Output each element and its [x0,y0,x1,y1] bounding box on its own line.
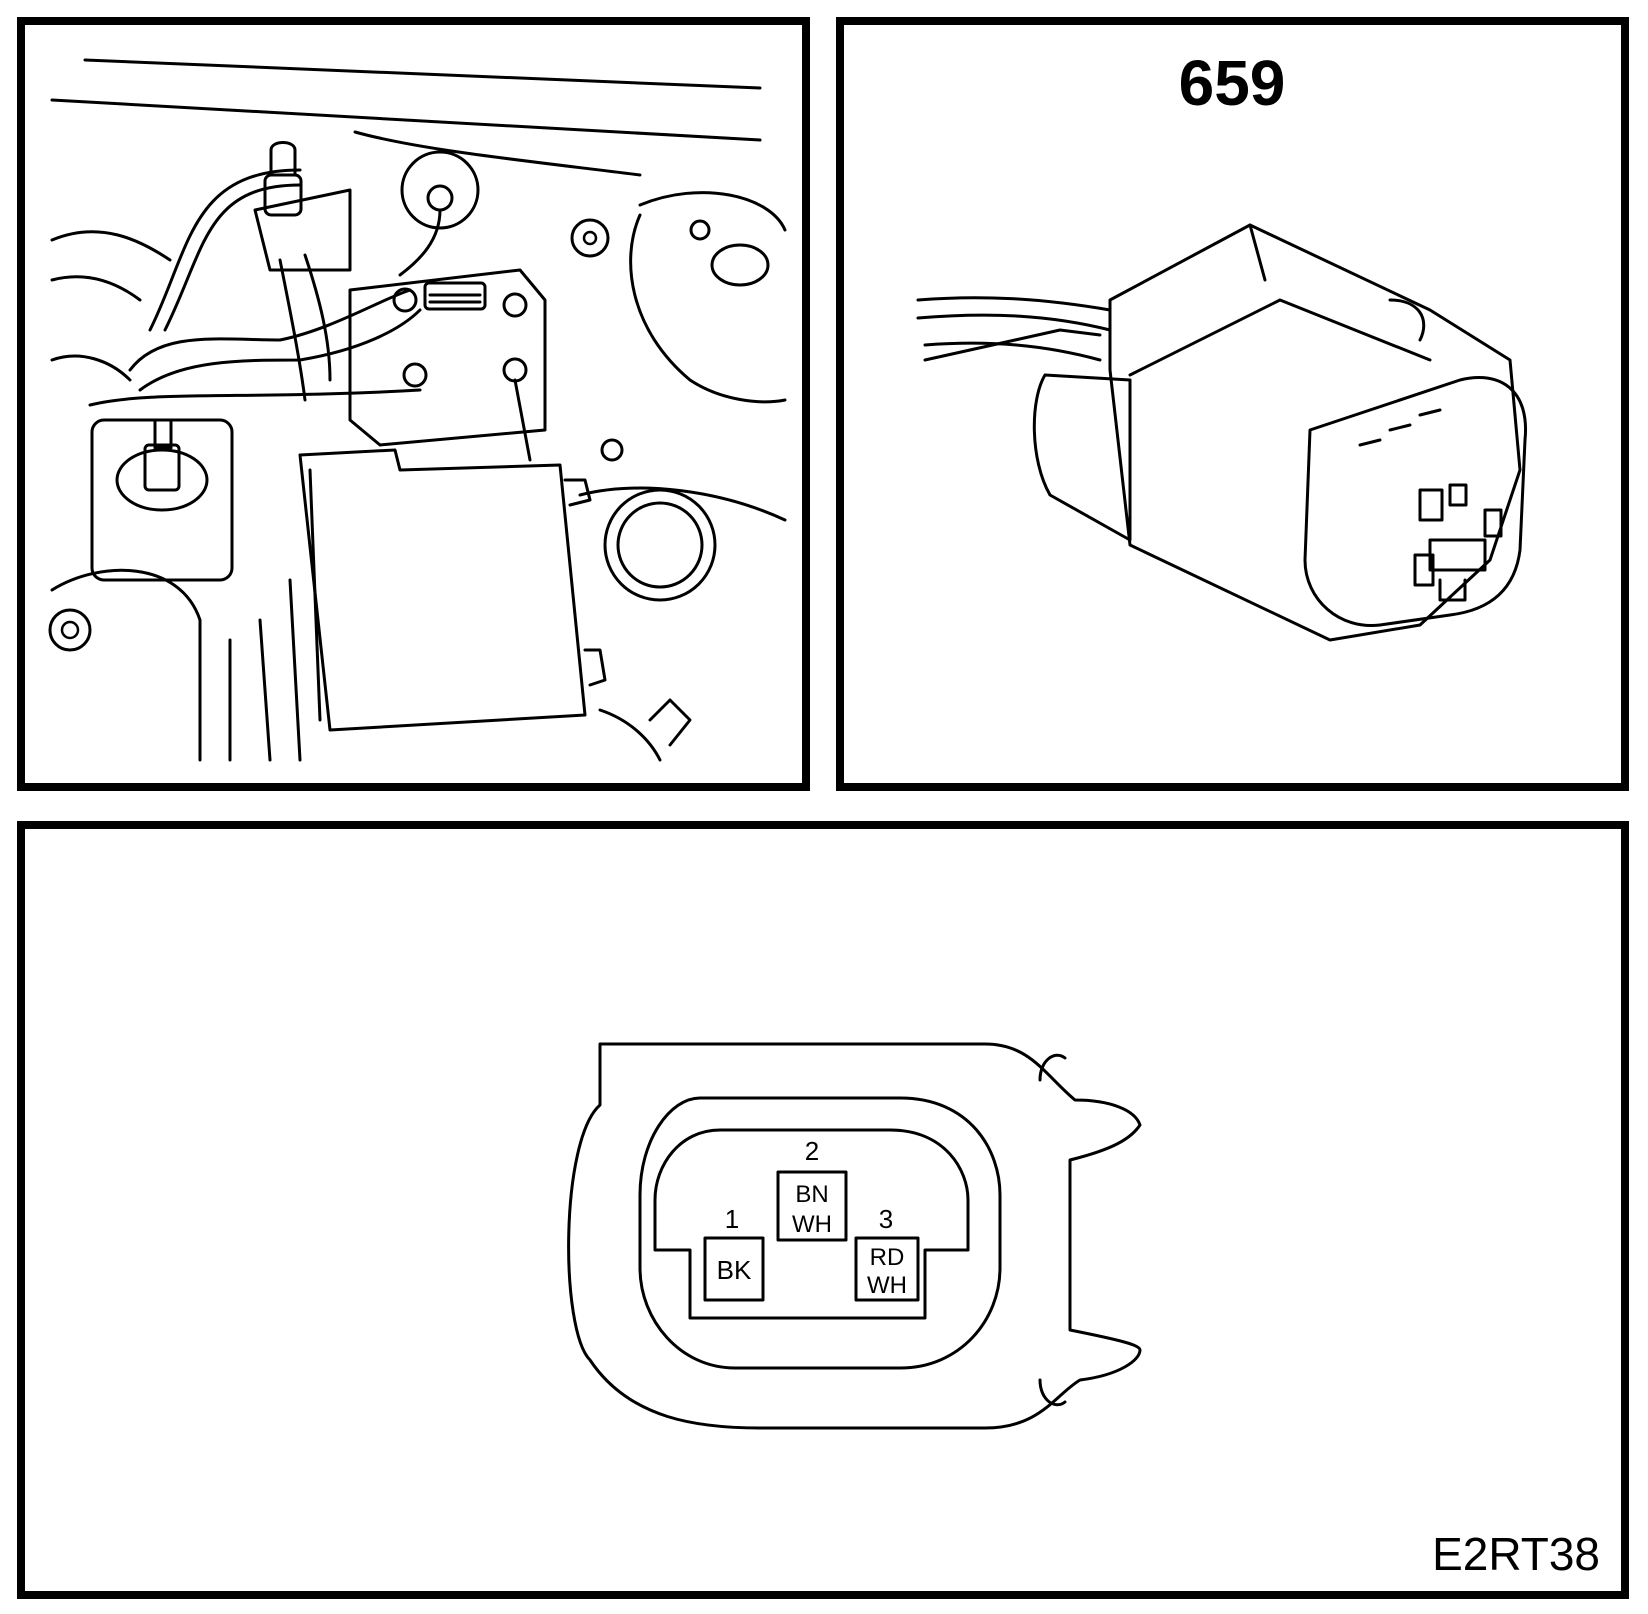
engine-bay-location-panel [17,17,810,791]
connector-face-outline [567,1042,1142,1430]
wire-color: RD [870,1244,905,1271]
wire-color: BK [717,1255,752,1285]
wire-color: BN [795,1181,828,1208]
connector-3d-illustration [916,223,1528,642]
pin-3: 3 RD WH [854,1204,920,1302]
connector-3d-panel: 659 [836,17,1629,791]
figure-code: E2RT38 [1432,1528,1600,1580]
connector-number: 659 [1179,47,1286,119]
wire-color: WH [792,1211,832,1238]
pinout-panel: 1 BK 2 BN WH 3 RD WH E2RT38 [17,821,1629,1599]
pin-number: 2 [805,1136,819,1166]
wire-color: WH [867,1272,907,1299]
pin-number: 1 [725,1204,739,1234]
engine-bay-illustration [48,58,787,762]
pin-2: 2 BN WH [776,1136,848,1242]
pin-1: 1 BK [703,1204,765,1302]
pin-number: 3 [879,1204,893,1234]
